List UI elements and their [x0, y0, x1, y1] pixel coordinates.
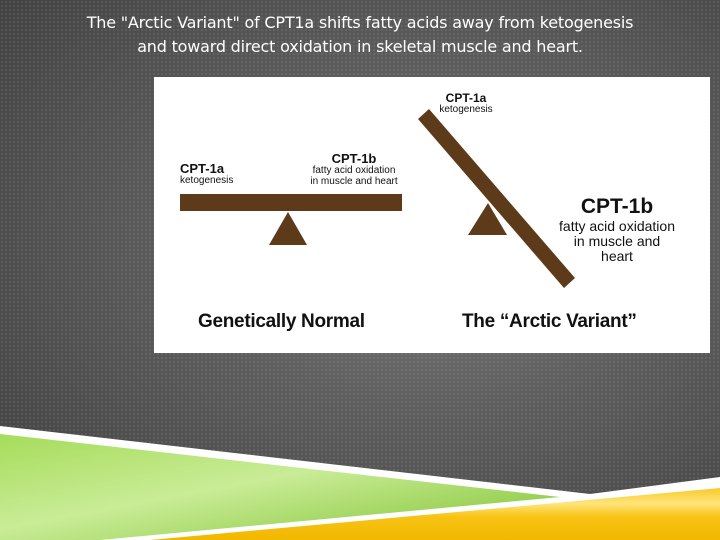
slide-title-line-1: The "Arctic Variant" of CPT1a shifts fat… — [86, 13, 634, 32]
arctic-cpt1b-label: CPT-1b fatty acid oxidation in muscle an… — [559, 195, 675, 264]
arctic-fulcrum — [468, 203, 507, 235]
caption-genetically-normal: Genetically Normal — [198, 311, 365, 332]
slide-title: The "Arctic Variant" of CPT1a shifts fat… — [60, 11, 660, 59]
seesaw-diagram — [180, 109, 575, 288]
seesaw-figure: CPT-1a ketogenesis CPT-1b fatty acid oxi… — [154, 77, 710, 353]
arctic-cpt1a-label: CPT-1a ketogenesis — [439, 91, 493, 115]
normal-cpt1a-label: CPT-1a ketogenesis — [180, 161, 234, 186]
normal-fulcrum — [269, 212, 307, 245]
caption-arctic-variant: The “Arctic Variant” — [462, 311, 637, 332]
normal-cpt1b-label: CPT-1b fatty acid oxidation in muscle an… — [310, 151, 398, 187]
slide-title-line-2: and toward direct oxidation in skeletal … — [137, 37, 583, 56]
normal-beam — [180, 194, 402, 211]
green-band — [0, 434, 560, 540]
yellow-band — [150, 488, 720, 540]
arctic-beam — [418, 109, 575, 288]
